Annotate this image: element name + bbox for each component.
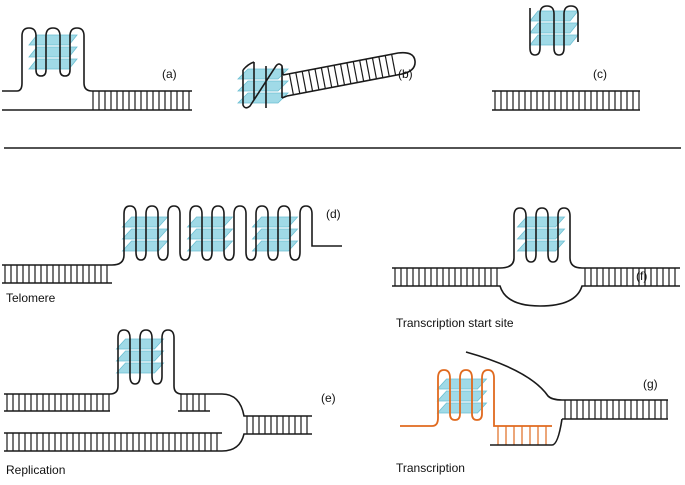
base-pair (378, 56, 384, 78)
strand-g-bottom (490, 418, 563, 446)
panel-d-caption: Telomere (6, 291, 56, 305)
base-pair (384, 55, 390, 77)
strand-b-quad (242, 61, 288, 109)
panel-a: (a) (2, 27, 192, 111)
duplex-e-lower (6, 433, 218, 451)
tetrad-stack-d3 (251, 216, 299, 252)
g-tetrad (516, 228, 566, 240)
duplex-f-right (584, 268, 676, 286)
g-tetrad (516, 240, 566, 252)
panel-a-label: (a) (162, 67, 177, 81)
panel-d: (d) Telomere (2, 205, 342, 305)
strand-e-top (4, 329, 312, 417)
panel-g-caption: Transcription (396, 461, 465, 475)
base-pair (365, 58, 371, 81)
base-pair (371, 57, 378, 80)
hairpin-b-outline (282, 51, 416, 97)
panel-g-label: (g) (643, 377, 658, 391)
hairpin-b-bars (288, 54, 397, 95)
g-tetrad (28, 34, 78, 46)
tetrad-stack-g (436, 378, 488, 414)
panel-g: (g) Transcription (396, 351, 668, 475)
base-pair (301, 71, 307, 93)
strand-d (2, 205, 342, 266)
panel-f-caption: Transcription start site (396, 316, 514, 330)
base-pair (288, 73, 294, 95)
duplex-e-right-upper (180, 394, 206, 411)
tetrad-stack-d1 (121, 216, 169, 252)
duplex-e-right (246, 416, 308, 434)
panel-e: (e) Replication (4, 329, 336, 477)
rna-strand-g (400, 369, 552, 427)
strand-a (2, 27, 192, 92)
strand-g-template-top (465, 351, 668, 401)
panel-b-label: (b) (398, 67, 413, 81)
g-tetrad (186, 228, 234, 240)
duplex-f-left (394, 268, 498, 286)
g-tetrad (516, 216, 566, 228)
base-pair (359, 60, 365, 82)
g-tetrad (28, 46, 78, 58)
panel-c: (c) (492, 5, 640, 111)
base-pair (339, 63, 346, 86)
duplex-g (564, 400, 668, 419)
g-tetrad (28, 58, 78, 70)
g-tetrad (186, 240, 234, 252)
strand-f-bottom (392, 285, 680, 307)
panel-f-label: (f) (636, 269, 647, 283)
g-tetrad (121, 228, 169, 240)
duplex-e-left-upper (6, 394, 110, 411)
tetrad-stack-f (516, 216, 566, 252)
rna-dna-hybrid-g (497, 426, 547, 445)
base-pair (307, 69, 314, 92)
panel-b: (b) (237, 51, 416, 109)
duplex-a (92, 91, 190, 110)
g-tetrad (436, 390, 488, 402)
panel-d-label: (d) (326, 207, 341, 221)
g-tetrad (436, 378, 488, 390)
g-tetrad (237, 92, 289, 104)
base-pair (352, 61, 358, 83)
duplex-d (4, 265, 108, 283)
base-pair (391, 54, 397, 76)
tetrad-stack-d2 (186, 216, 234, 252)
g-tetrad (436, 402, 488, 414)
panel-f: (f) Transcription start site (392, 207, 680, 330)
base-pair (333, 65, 339, 87)
base-pair (346, 62, 352, 84)
g-tetrad (237, 68, 289, 80)
g-tetrad (186, 216, 234, 228)
panel-e-caption: Replication (6, 463, 65, 477)
panel-e-label: (e) (321, 391, 336, 405)
g-tetrad (121, 216, 169, 228)
strand-e-bottom (4, 433, 312, 452)
panel-c-label: (c) (593, 67, 607, 81)
base-pair (320, 67, 326, 89)
g-tetrad (121, 240, 169, 252)
duplex-c (494, 91, 640, 110)
strand-f-top (392, 207, 680, 269)
base-pair (314, 68, 320, 91)
base-pair (295, 72, 301, 94)
base-pair (327, 66, 333, 88)
tetrad-stack-a (28, 34, 78, 70)
strand-c-quad (529, 5, 579, 56)
